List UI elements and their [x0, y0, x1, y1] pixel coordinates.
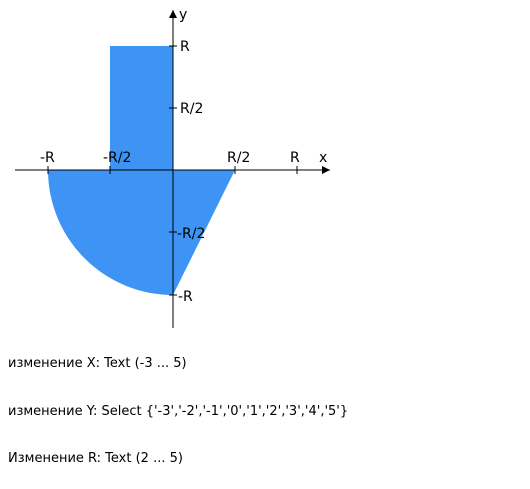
- y-axis-arrow: [169, 10, 177, 18]
- x-tick-label-neg-half-r: -R/2: [103, 150, 131, 166]
- area-triangle: [173, 170, 235, 295]
- y-tick-label-neg-half-r: -R/2: [177, 226, 205, 242]
- area-quarter-circle: [48, 170, 173, 295]
- x-axis-arrow: [322, 166, 330, 174]
- x-tick-label-neg-r: -R: [40, 150, 55, 166]
- x-axis-label: x: [319, 150, 327, 166]
- y-tick-label-neg-r: -R: [178, 289, 193, 305]
- coordinate-graph: -R -R/2 R/2 R R R/2 -R/2 -R x y: [15, 7, 330, 328]
- r-input-description: Изменение R: Text (2 ... 5): [8, 451, 183, 466]
- x-tick-label-r: R: [290, 150, 300, 166]
- area-rectangle: [110, 46, 173, 170]
- y-input-description: изменение Y: Select {'-3','-2','-1','0',…: [8, 404, 349, 419]
- y-tick-label-r: R: [180, 39, 190, 55]
- y-tick-label-half-r: R/2: [180, 101, 203, 117]
- y-axis-label: y: [179, 7, 187, 23]
- x-input-description: изменение X: Text (-3 ... 5): [8, 356, 187, 371]
- x-tick-label-half-r: R/2: [227, 150, 250, 166]
